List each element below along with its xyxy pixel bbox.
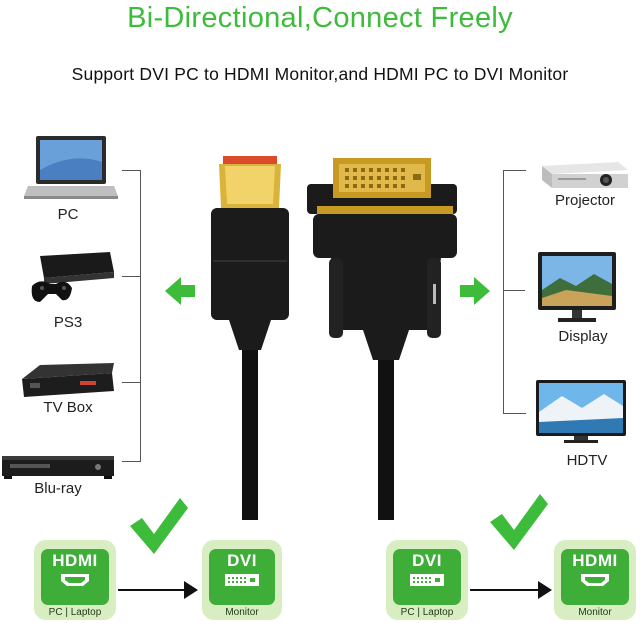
device-label: Display — [558, 328, 608, 345]
device-tv-box: TV Box — [8, 355, 128, 425]
device-bluray: Blu-ray — [0, 448, 126, 503]
check-icon — [486, 492, 550, 559]
device-label: Projector — [554, 192, 616, 209]
badge-hdmi-target: HDMI Monitor — [554, 540, 636, 620]
arrow-right-icon — [460, 275, 490, 307]
device-ps3: PS3 — [8, 240, 128, 335]
badge-hdmi-source: HDMI PC | Laptop — [34, 540, 116, 620]
dvi-port-icon — [409, 572, 445, 593]
device-label: Blu-ray — [34, 480, 82, 497]
device-label: PS3 — [53, 314, 83, 331]
arrow-head-icon — [538, 581, 552, 604]
laptop-icon — [24, 134, 118, 207]
device-display: Display — [530, 248, 640, 348]
badge-name: HDMI — [572, 551, 618, 570]
badge-dvi-source: DVI PC | Laptop — [386, 540, 468, 620]
hdmi-port-icon — [580, 572, 610, 593]
projector-icon — [536, 156, 632, 195]
flow-arrow — [470, 589, 542, 591]
badge-name: DVI — [227, 551, 257, 570]
badge-sub: PC | Laptop — [400, 607, 454, 618]
right-bracket-tick — [503, 290, 525, 291]
game-console-icon — [26, 246, 116, 313]
flow-arrow — [118, 589, 188, 591]
badge-sub: Monitor — [578, 607, 612, 618]
arrow-head-icon — [184, 581, 198, 604]
right-bracket — [503, 170, 526, 414]
monitor-icon — [536, 250, 618, 331]
bluray-player-icon — [0, 452, 116, 487]
left-bracket-tick — [122, 276, 140, 277]
hdmi-port-icon — [60, 572, 90, 593]
page-title: Bi-Directional,Connect Freely — [127, 2, 513, 34]
device-label: PC — [57, 206, 79, 223]
device-label: TV Box — [43, 399, 93, 416]
badge-name: HDMI — [52, 551, 98, 570]
badge-name: DVI — [412, 551, 442, 570]
left-bracket-tick — [122, 382, 140, 383]
dvi-port-icon — [224, 572, 260, 593]
arrow-left-icon — [165, 275, 195, 307]
device-projector: Projector — [530, 150, 640, 220]
cable-illustration — [195, 150, 485, 525]
badge-sub: PC | Laptop — [48, 607, 102, 618]
badge-dvi-target: DVI Monitor — [202, 540, 282, 620]
check-icon — [126, 496, 190, 563]
left-bracket — [122, 170, 141, 462]
badge-sub: Monitor — [225, 607, 259, 618]
page-subtitle: Support DVI PC to HDMI Monitor,and HDMI … — [71, 64, 569, 84]
device-label: HDTV — [566, 452, 608, 469]
device-pc: PC — [8, 130, 128, 225]
hdtv-icon — [534, 378, 628, 451]
device-hdtv: HDTV — [530, 376, 640, 472]
tv-box-icon — [20, 361, 116, 406]
